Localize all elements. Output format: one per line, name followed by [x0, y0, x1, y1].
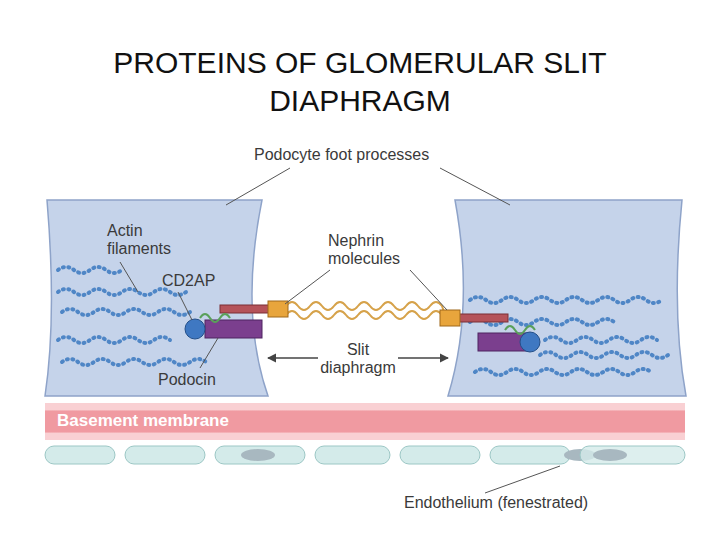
part-label: Endothelium (fenestrated): [404, 494, 664, 512]
nephrin-strands: [286, 302, 444, 319]
slit-arrow: [268, 357, 318, 358]
basement-membrane-band: Basement membrane: [45, 403, 685, 440]
cd2ap-protein: [520, 332, 540, 352]
leader-lines: [120, 168, 560, 493]
slit-arrow: [398, 357, 448, 358]
actin-filaments: [58, 267, 668, 375]
nephrin-rod: [220, 305, 270, 313]
part-label: Podocyte foot processes: [254, 146, 494, 164]
foot-process: [45, 200, 268, 396]
slide-title: PROTEINS OF GLOMERULAR SLIT DIAPHRAGM: [70, 44, 650, 120]
part-label: CD2AP: [162, 272, 232, 290]
part-label: Podocin: [158, 371, 238, 389]
endothelium: [45, 446, 685, 464]
foot-process: [448, 200, 686, 396]
part-label: Actin filaments: [107, 222, 187, 258]
part-label: Nephrin molecules: [328, 232, 418, 268]
cd2ap-protein: [185, 319, 205, 339]
part-label: Slit diaphragm: [318, 341, 398, 377]
nephrin-rod: [456, 314, 508, 322]
cd2ap-strand: [200, 314, 230, 322]
band-label: Basement membrane: [57, 412, 685, 430]
nephrin-domain: [440, 310, 460, 326]
